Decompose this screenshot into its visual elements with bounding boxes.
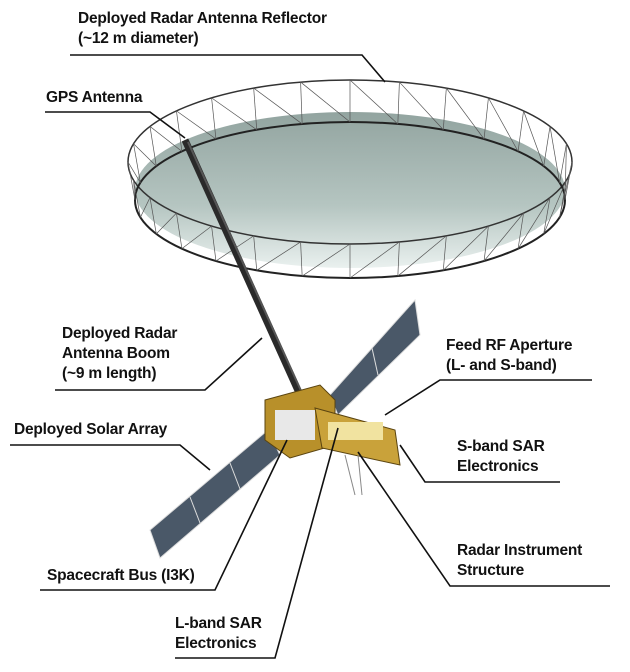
truss-strut — [483, 226, 489, 262]
label-boom-line3: (~9 m length) — [62, 365, 157, 382]
truss-strut — [397, 82, 400, 124]
label-lband-electronics: L-band SAR Electronics — [175, 614, 262, 654]
label-feed-line1: Feed RF Aperture — [446, 337, 573, 354]
truss-strut — [211, 97, 257, 131]
truss-strut — [211, 226, 217, 262]
truss-strut — [253, 88, 258, 130]
spacecraft-bus — [264, 384, 401, 496]
label-reflector-line1: Deployed Radar Antenna Reflector — [78, 10, 327, 27]
label-sband-line2: Electronics — [457, 458, 539, 475]
truss-strut — [300, 241, 303, 277]
truss-strut — [253, 87, 303, 125]
label-reflector-line2: (~12 m diameter) — [78, 30, 199, 47]
truss-strut — [397, 241, 400, 277]
label-solar-array: Deployed Solar Array — [14, 420, 167, 440]
truss-strut — [349, 241, 400, 279]
label-boom-line2: Antenna Boom — [62, 345, 170, 362]
label-lband-line2: Electronics — [175, 635, 257, 652]
truss-strut — [133, 143, 141, 183]
label-gps-line1: GPS Antenna — [46, 89, 143, 106]
label-sband-line1: S-band SAR — [457, 438, 545, 455]
truss-strut — [488, 97, 519, 152]
truss-strut — [564, 143, 567, 201]
truss-strut — [253, 235, 258, 271]
truss-strut — [149, 197, 157, 234]
label-sband-electronics: S-band SAR Electronics — [457, 437, 545, 477]
leader-lines — [10, 54, 610, 659]
truss-strut — [442, 235, 447, 271]
truss-strut — [176, 110, 217, 140]
truss-strut — [176, 213, 183, 249]
truss-strut — [442, 88, 447, 130]
truss-strut — [523, 110, 545, 167]
truss-strut — [559, 143, 567, 183]
truss-strut — [483, 97, 489, 140]
label-structure-line1: Radar Instrument — [457, 542, 583, 559]
label-feed-line2: (L- and S-band) — [446, 357, 557, 374]
truss-strut — [181, 225, 212, 249]
label-reflector: Deployed Radar Antenna Reflector (~12 m … — [78, 9, 327, 49]
truss-strut — [517, 110, 524, 152]
truss-strut — [543, 197, 551, 234]
truss-strut — [211, 97, 217, 140]
truss-strut — [133, 180, 141, 218]
truss-strut — [483, 212, 524, 262]
label-spacecraft-bus: Spacecraft Bus (I3K) — [47, 566, 195, 586]
truss-strut — [443, 225, 489, 271]
truss-strut — [176, 110, 183, 152]
truss-strut — [140, 197, 151, 218]
label-radar-structure: Radar Instrument Structure — [457, 541, 582, 581]
truss-strut — [549, 126, 560, 183]
truss-strut — [127, 161, 136, 201]
antenna-reflector — [127, 79, 573, 279]
truss-strut — [517, 197, 551, 249]
antenna-boom — [181, 138, 304, 397]
truss-strut — [149, 126, 183, 152]
truss-strut — [559, 161, 573, 218]
label-boom-line1: Deployed Radar — [62, 325, 178, 342]
truss-strut — [349, 79, 399, 125]
label-gps-antenna: GPS Antenna — [46, 88, 142, 108]
label-lband-line1: L-band SAR — [175, 615, 262, 632]
truss-strut — [301, 243, 351, 277]
truss-strut — [133, 143, 157, 167]
truss-strut — [300, 82, 303, 124]
truss-strut — [133, 180, 136, 201]
label-boom: Deployed Radar Antenna Boom (~9 m length… — [62, 324, 177, 384]
label-solar-line1: Deployed Solar Array — [14, 421, 168, 438]
truss-strut — [517, 213, 524, 249]
truss-strut — [256, 241, 301, 271]
label-bus-line1: Spacecraft Bus (I3K) — [47, 567, 195, 584]
truss-strut — [149, 126, 157, 167]
truss-strut — [399, 81, 444, 130]
truss-strut — [300, 81, 351, 123]
truss-strut — [564, 161, 573, 201]
truss-strut — [543, 126, 551, 167]
truss-strut — [543, 180, 567, 234]
truss-strut — [156, 212, 177, 235]
truss-strut — [446, 87, 485, 140]
truss-strut — [127, 161, 141, 183]
label-feed-aperture: Feed RF Aperture (L- and S-band) — [446, 336, 572, 376]
truss-strut — [397, 235, 447, 277]
label-structure-line2: Structure — [457, 562, 525, 579]
